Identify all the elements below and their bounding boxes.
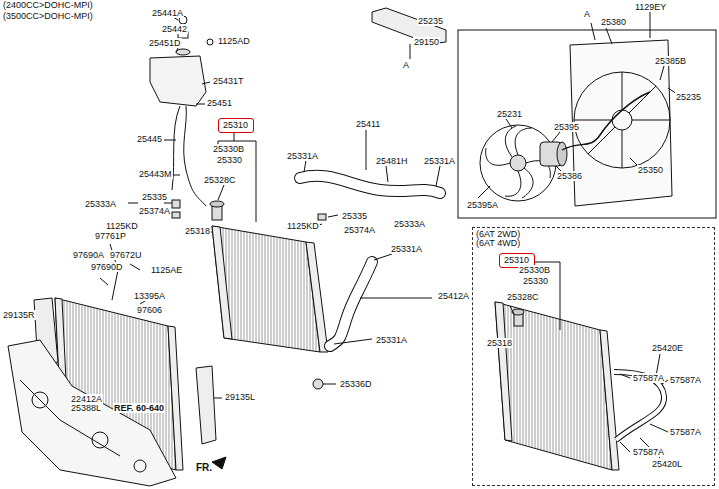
node-text: A [584, 8, 598, 20]
callout-number: 25330B [212, 144, 245, 154]
callout-number: 25350 [637, 165, 664, 175]
callout-number: 97690A [72, 250, 105, 260]
callout-number: 25330 [522, 276, 549, 286]
callout-number: 25451 [206, 98, 233, 108]
reference-circle: A [403, 59, 417, 73]
variant-panel: (6AT 2WD) (6AT 4WD) 25310 [472, 227, 715, 486]
callout-number: 25335 [141, 192, 168, 202]
engine-note: (3500CC>DOHC-MPI) [2, 11, 94, 21]
callout-number: 25386 [556, 171, 583, 181]
callout-number: 57587A [669, 375, 702, 385]
callout-number: 1125KD [286, 221, 320, 231]
callout-number: 25318 [184, 226, 211, 236]
engine-note: (2400CC>DOHC-MPI) [2, 0, 94, 10]
callout-number: 97761P [94, 231, 127, 241]
callout-number: 97672U [109, 250, 143, 260]
callout-number: 29150 [413, 37, 440, 47]
callout-number: 25333A [393, 219, 426, 229]
callout-number: 25451D [148, 38, 182, 48]
callout-number: 25441A [151, 8, 184, 18]
callout-number: 57587A [669, 427, 702, 437]
callout-number: 25380 [600, 17, 627, 27]
callout-number: 57587A [632, 373, 665, 383]
callout-number: 25331A [286, 151, 319, 161]
callout-number: 25385B [654, 56, 687, 66]
callout-number: 57587A [632, 447, 665, 457]
callout-number: 25335 [341, 211, 368, 221]
node-text: (6AT 2WD) (6AT 4WD) [473, 228, 529, 250]
inset-frame [458, 30, 716, 218]
callout-number: 25395A [466, 200, 499, 210]
node-text: 25310 [504, 256, 530, 265]
callout-number: 13395A [133, 291, 166, 301]
callout-number: 25331A [390, 244, 423, 254]
callout-number: 25374A [343, 225, 376, 235]
callout-number: 25431T [212, 76, 245, 86]
callout-number: 25442 [161, 24, 188, 34]
callout-number: 25388L [70, 403, 102, 413]
callout-number: 97690D [90, 262, 124, 272]
callout-number: 25395 [553, 122, 580, 132]
callout-number: 25330B [518, 265, 551, 275]
callout-number: 25374A [138, 206, 171, 216]
node-text: 25310 [223, 121, 249, 130]
callout-number: 1125AE [150, 265, 183, 275]
callout-number: 25420L [651, 459, 683, 469]
callout-number: 29135L [224, 392, 256, 402]
callout-number: 25328C [506, 292, 540, 302]
callout-number: 25336D [339, 379, 373, 389]
callout-number: 1125AD [217, 36, 251, 46]
callout-number: 25331A [423, 156, 456, 166]
callout-number: 25231 [496, 109, 523, 119]
callout-number: 25330 [216, 155, 243, 165]
callout-number: 25445 [136, 134, 163, 144]
callout-number: 25412A [437, 291, 470, 301]
callout-number: 1129EY [634, 2, 667, 12]
callout-number: FR. [195, 463, 213, 473]
callout-number: 25333A [84, 199, 117, 209]
assembly-callout: 25310 [218, 118, 254, 133]
reference-circle: A [584, 8, 598, 22]
callout-number: 25235 [417, 16, 444, 26]
callout-number: 29135R [2, 310, 36, 320]
callout-number: 25328C [203, 175, 237, 185]
callout-number: 25235 [675, 92, 702, 102]
callout-number: REF. 60-640 [113, 403, 165, 413]
callout-number: 25411 [355, 119, 381, 129]
callout-number: 97606 [136, 305, 163, 315]
callout-number: 25443M [138, 169, 173, 179]
callout-number: 25481H [375, 156, 409, 166]
callout-number: 1125KD [105, 221, 139, 231]
callout-number: 25331A [375, 335, 408, 345]
node-text: A [403, 59, 417, 71]
callout-number: 25420E [651, 343, 684, 353]
callout-number: 25318 [486, 338, 513, 348]
